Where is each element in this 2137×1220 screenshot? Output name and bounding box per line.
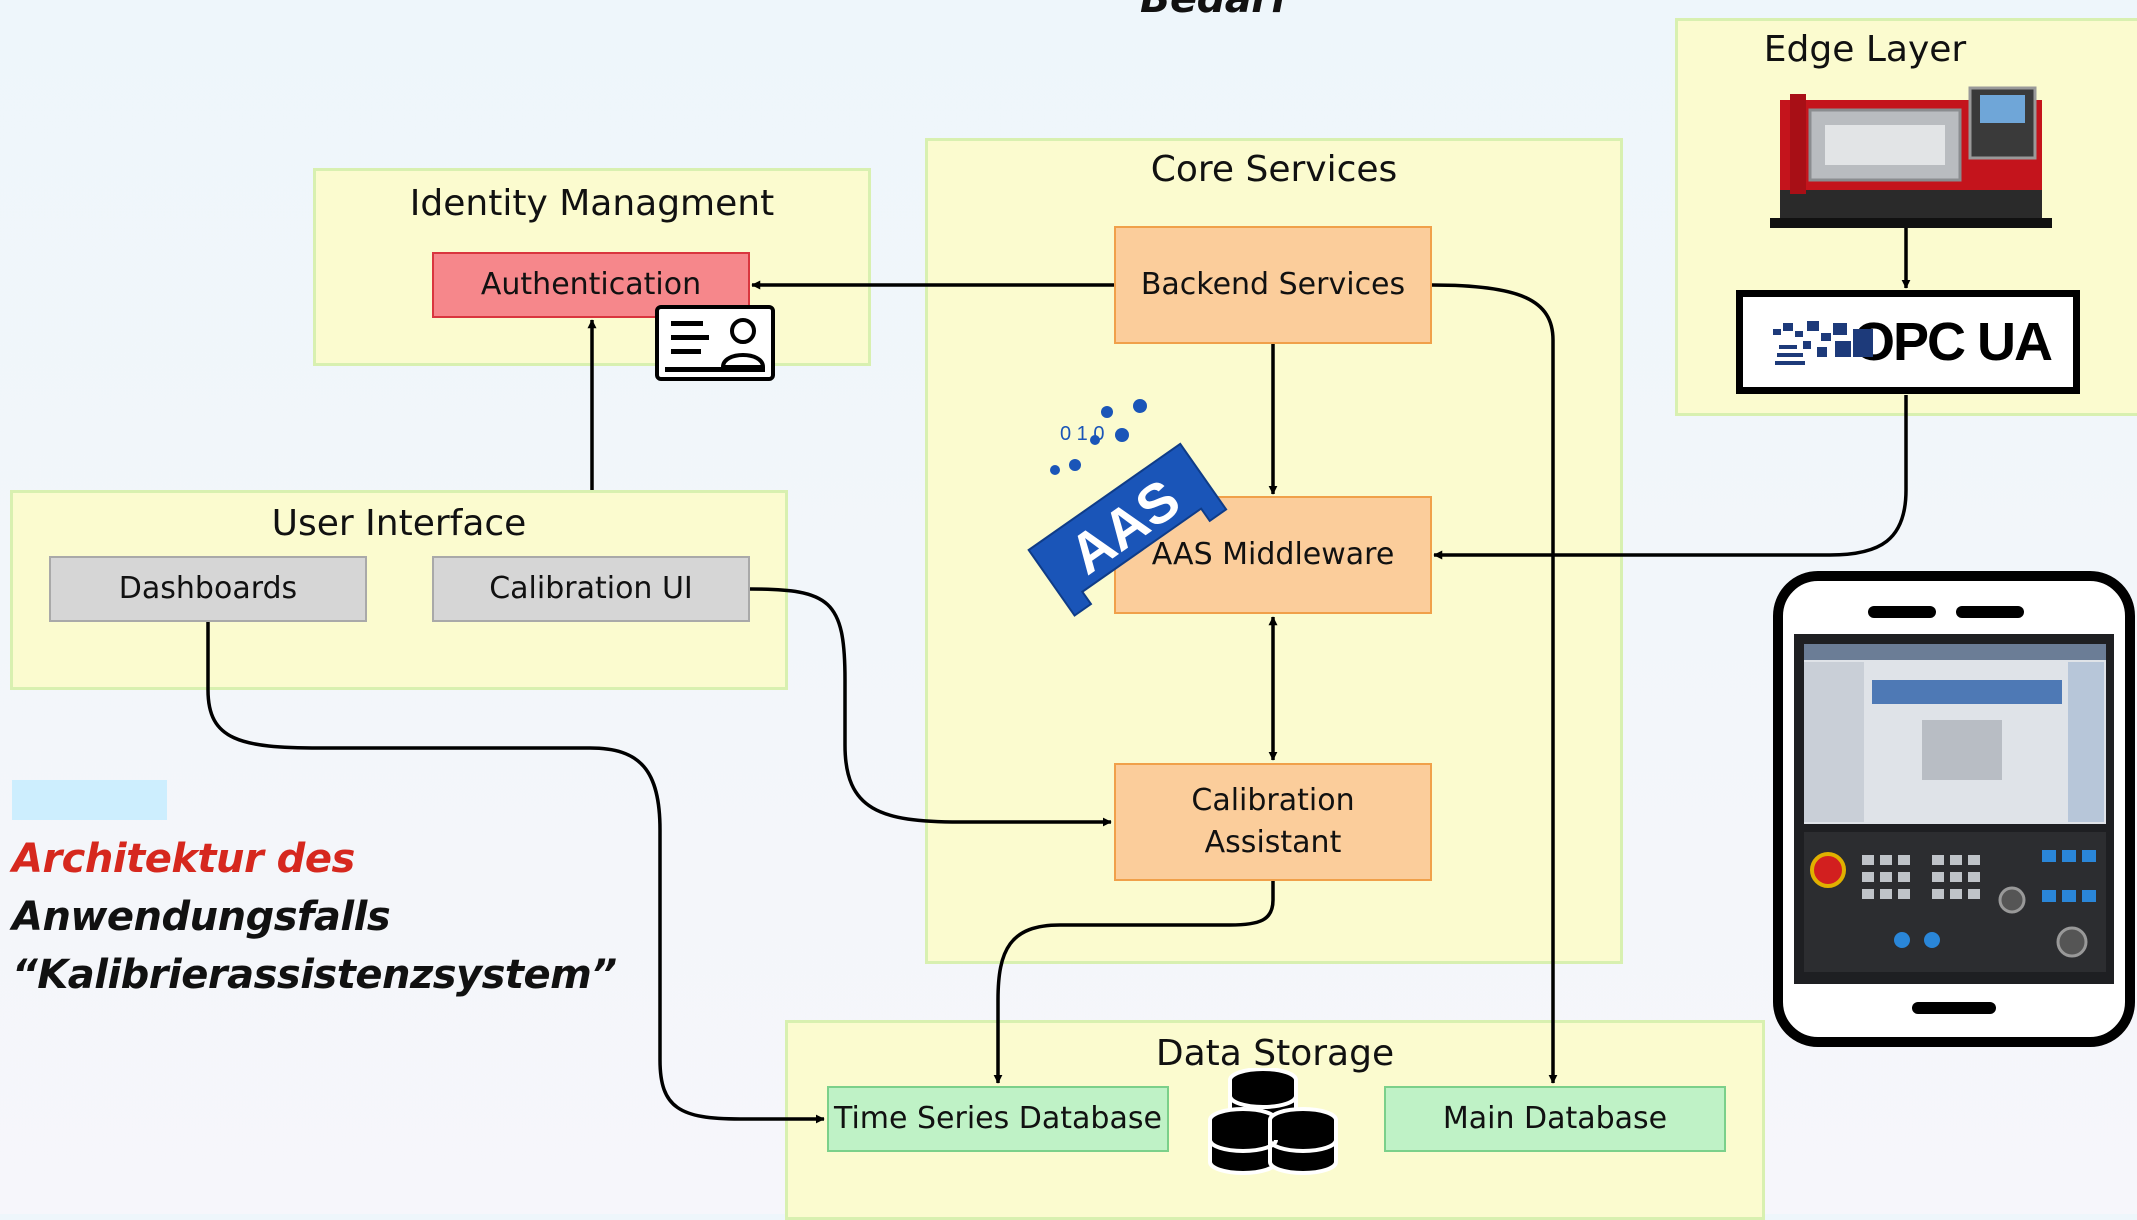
edge-backend-to-maindb xyxy=(1431,283,1558,1084)
opc-pixel-icon xyxy=(1773,321,1873,365)
data-storage-title: Data Storage xyxy=(1155,1033,1395,1074)
edge-assistant-to-tsdb xyxy=(993,881,1275,1084)
edge-dashboards-to-tsdb xyxy=(206,622,825,1124)
caption-line2: “Kalibrierassistenzsystem” xyxy=(12,952,617,998)
identity-management-title: Identity Managment xyxy=(409,183,775,224)
tablet-hmi-icon xyxy=(1773,571,2135,1047)
backend-services-node: Backend Services xyxy=(1114,226,1432,344)
caption-part1: Architektur des xyxy=(12,836,355,882)
user-interface-title: User Interface xyxy=(271,503,527,544)
calibration-ui-node: Calibration UI xyxy=(432,556,750,622)
highlight-bar xyxy=(12,780,167,820)
calibration-assistant-node: Calibration Assistant xyxy=(1114,763,1432,881)
time-series-database-node: Time Series Database xyxy=(827,1086,1169,1152)
edge-calui-to-assistant xyxy=(749,587,1112,827)
id-card-icon xyxy=(655,305,775,381)
opc-ua-logo: OPC UA xyxy=(1736,290,2080,394)
aas-logo-icon: AAS 0 1 0 xyxy=(1027,399,1228,617)
cnc-machine-image xyxy=(1770,86,2052,228)
database-icon xyxy=(1208,1068,1338,1175)
aas-bits-text: 0 1 0 xyxy=(1060,423,1104,445)
user-interface-group: User Interface xyxy=(10,490,788,690)
edge-layer-title: Edge Layer xyxy=(1763,29,1967,70)
main-database-node: Main Database xyxy=(1384,1086,1726,1152)
edge-opc-to-aas xyxy=(1433,395,1908,560)
top-label: Bedarf xyxy=(1140,0,1288,28)
core-services-title: Core Services xyxy=(1150,149,1398,190)
opc-ua-text: OPC UA xyxy=(1852,312,2053,372)
dashboards-node: Dashboards xyxy=(49,556,367,622)
caption: Architektur des Anwendungsfalls “Kalibri… xyxy=(12,830,712,1004)
caption-part2: Anwendungsfalls xyxy=(12,894,391,940)
